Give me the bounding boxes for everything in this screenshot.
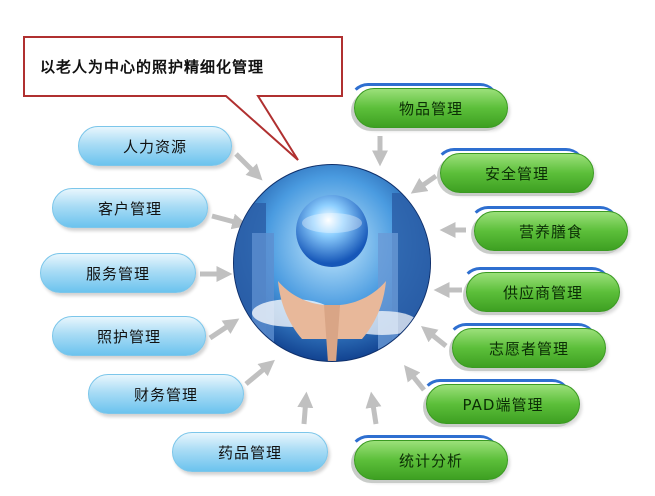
module-label: 统计分析 (398, 451, 463, 470)
arrow-finance (244, 359, 275, 386)
module-nutrition[interactable]: 营养膳食 (469, 206, 628, 251)
module-label: 营养膳食 (518, 222, 583, 241)
module-label: 财务管理 (133, 385, 198, 404)
hands-holding-globe-icon (233, 164, 431, 362)
module-safety[interactable]: 安全管理 (435, 148, 594, 193)
module-label: 服务管理 (85, 264, 150, 283)
arrow-pad (404, 365, 426, 392)
module-supplier[interactable]: 供应商管理 (461, 267, 620, 312)
module-label: 药品管理 (217, 443, 282, 462)
module-hr[interactable]: 人力资源 (78, 126, 232, 166)
arrow-medicine (297, 391, 314, 425)
module-care[interactable]: 照护管理 (52, 316, 206, 356)
module-goods[interactable]: 物品管理 (349, 83, 508, 128)
module-label: 志愿者管理 (488, 339, 569, 358)
module-label: 人力资源 (122, 137, 187, 156)
callout-text: 以老人为中心的照护精细化管理 (40, 58, 265, 76)
module-volunteer[interactable]: 志愿者管理 (447, 323, 606, 368)
module-label: 安全管理 (484, 164, 549, 183)
module-label: 照护管理 (96, 327, 161, 346)
module-finance[interactable]: 财务管理 (88, 374, 244, 414)
module-label: 供应商管理 (502, 283, 583, 302)
module-stats[interactable]: 统计分析 (349, 435, 508, 480)
arrow-stats (365, 391, 382, 425)
module-label: 客户管理 (97, 199, 162, 218)
module-medicine[interactable]: 药品管理 (172, 432, 328, 472)
module-label: PAD端管理 (462, 395, 544, 414)
module-label: 物品管理 (398, 99, 463, 118)
arrow-care (208, 318, 240, 341)
module-customer[interactable]: 客户管理 (52, 188, 208, 228)
module-service[interactable]: 服务管理 (40, 253, 196, 293)
module-pad[interactable]: PAD端管理 (421, 379, 580, 424)
